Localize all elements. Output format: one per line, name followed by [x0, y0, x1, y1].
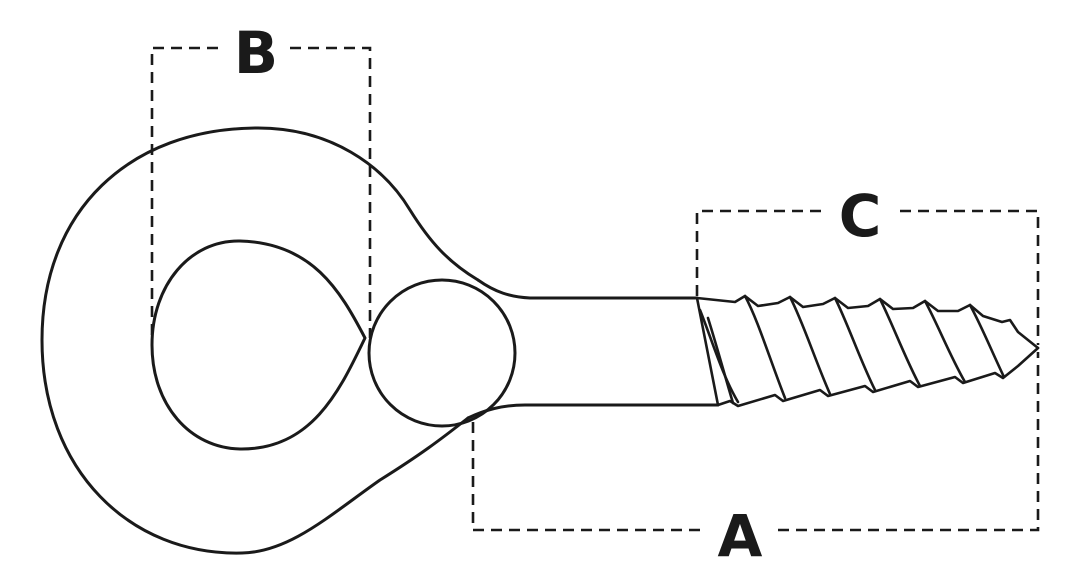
thread-start-line [695, 296, 720, 407]
thread-crest-7 [968, 303, 1006, 379]
threaded-section [695, 294, 1040, 408]
thread-bottom-profile [716, 346, 1040, 408]
dimension-c-label: C [839, 182, 882, 250]
thread-crest-1 [698, 308, 740, 404]
dimension-b-label: B [234, 19, 278, 87]
thread-crest-2 [743, 294, 787, 400]
dimension-c: C [695, 182, 1040, 345]
thread-crest-5 [878, 297, 922, 388]
eye-inner-hole [150, 239, 367, 451]
shank-top-edge [476, 278, 699, 300]
eye-tip-ball [367, 278, 517, 428]
dimension-c-bracket [695, 209, 1040, 345]
dimension-a-label: A [718, 502, 763, 570]
thread-crest-3 [788, 295, 832, 396]
thread-crest-4 [833, 296, 877, 392]
dimension-a: A [471, 352, 1040, 570]
dimension-a-bracket [471, 352, 1040, 532]
dimension-b-bracket [150, 46, 372, 338]
eye-screw-outline [40, 126, 720, 555]
shank-bottom-edge [466, 403, 720, 420]
dimension-b: B [150, 19, 372, 338]
thread-crest-6 [923, 299, 967, 384]
eye-outer-ring [40, 126, 480, 555]
thread-root-line [706, 316, 735, 405]
